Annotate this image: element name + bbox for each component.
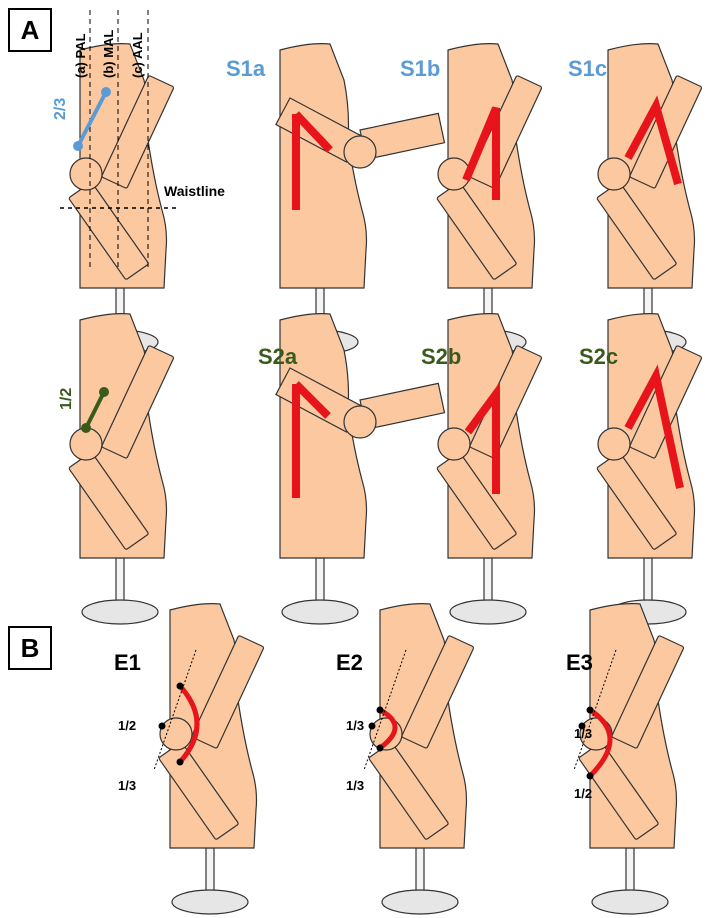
mannequin-s2c (595, 313, 703, 625)
mannequin-e1 (153, 602, 265, 915)
mannequin-s2b (435, 313, 543, 625)
e2-upper-ratio: 1/3 (346, 718, 365, 733)
label-s2a: S2a (258, 344, 298, 369)
mannequin-e3 (573, 602, 685, 915)
e1-lower-ratio: 1/3 (118, 778, 137, 793)
reference-mannequin-bottom (67, 313, 175, 625)
waistline-label: Waistline (164, 183, 225, 199)
e3-lower-ratio: 1/2 (574, 786, 593, 801)
panel-label-a: A (8, 8, 52, 52)
label-s2b: S2b (421, 344, 462, 369)
label-s1c: S1c (568, 56, 608, 81)
label-e3: E3 (566, 650, 593, 675)
label-e1: E1 (114, 650, 141, 675)
e3-upper-ratio: 1/3 (574, 726, 593, 741)
aal-label: (c) AAL (130, 32, 145, 78)
reference-mannequin-top (67, 42, 175, 355)
e1-upper-ratio: 1/2 (118, 718, 137, 733)
mannequin-e2 (363, 602, 475, 915)
label-e2: E2 (336, 650, 363, 675)
label-s2c: S2c (579, 344, 619, 369)
label-s1b: S1b (400, 56, 441, 81)
label-s1a: S1a (226, 56, 266, 81)
mannequin-s1b (435, 42, 543, 355)
ratio-two-thirds: 2/3 (52, 97, 69, 120)
panel-label-b: B (8, 626, 52, 670)
mannequin-s1c (595, 42, 703, 355)
pal-label: (a) PAL (73, 33, 88, 78)
mannequin-s1a (275, 42, 446, 355)
ratio-one-half: 1/2 (58, 387, 75, 410)
mannequin-s2a (275, 313, 446, 625)
e2-lower-ratio: 1/3 (346, 778, 365, 793)
mal-label: (b) MAL (101, 29, 116, 78)
